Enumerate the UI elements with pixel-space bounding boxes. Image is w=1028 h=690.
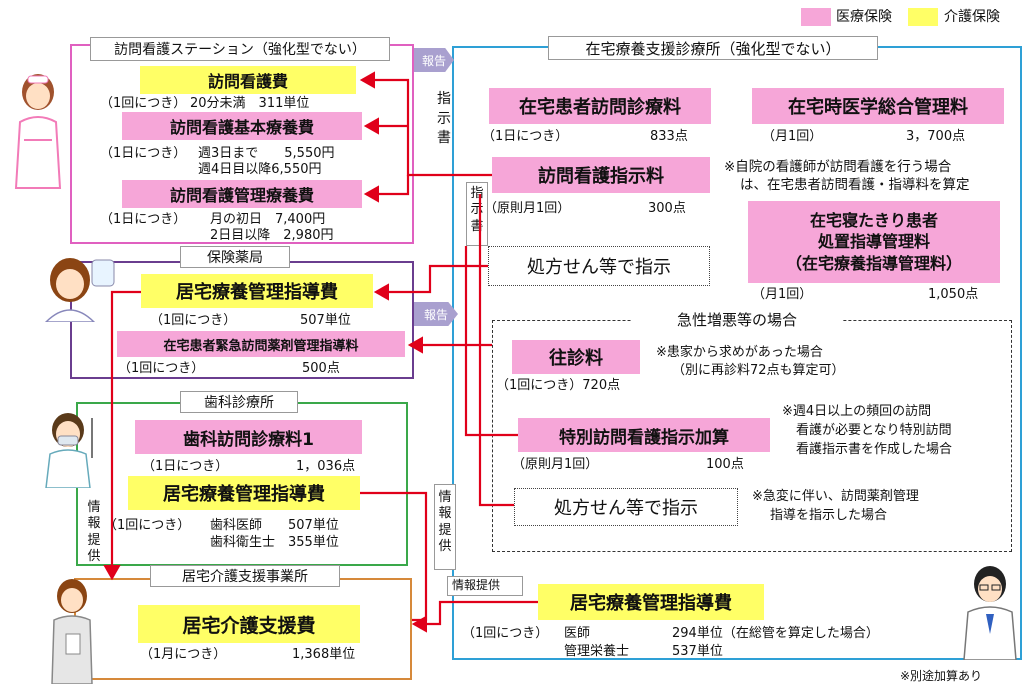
clinic-visit-value: 833点 [650, 129, 688, 144]
nursing-station-title: 訪問看護ステーション（強化型でない） [90, 37, 390, 61]
clinic-bedridden-unit: （月1回） [752, 287, 813, 302]
dental-home-fee-chip: 居宅療養管理指導費 [128, 476, 360, 510]
order-doc-label-1: 指示書 [437, 91, 451, 147]
pharmacy-home-unit: （1回につき） [150, 313, 237, 328]
clinic-note1-line2: は、在宅患者訪問看護・指導料を算定 [740, 177, 970, 193]
special-order-chip: 特別訪問看護指示加算 [518, 418, 770, 452]
footnote: ※別途加算あり [900, 669, 983, 683]
clinic-home-unit: （1回につき） [462, 626, 549, 641]
info-label-1: 情報提供 [87, 500, 101, 564]
nursing-admin-unit: （1日につき） [100, 212, 187, 227]
nursing-admin-line2: 2日目以降 2,980円 [210, 228, 334, 243]
dental-title: 歯科診療所 [180, 391, 298, 413]
pharmacist-icon [44, 258, 115, 322]
clinic-general-value: 3，700点 [906, 129, 966, 144]
info-box-2 [434, 484, 456, 570]
nurse-icon [14, 74, 62, 189]
prescription2-note1: ※急変に伴い、訪問薬剤管理 [752, 489, 919, 504]
clinic-general-fee-chip: 在宅時医学総合管理料 [752, 88, 1004, 124]
clinic-nursing-order-chip: 訪問看護指示料 [492, 157, 710, 193]
bedridden-line2: 処置指導管理料 [817, 232, 930, 252]
clinic-note1-line1: ※自院の看護師が訪問看護を行う場合 [724, 159, 952, 175]
clinic-home-doctor: 医師 [564, 626, 591, 641]
special-order-note1: ※週4日以上の頻回の訪問 [782, 404, 932, 419]
clinic-home-dietitian: 管理栄養士 [564, 644, 630, 659]
nursing-basic-unit: （1日につき） [100, 146, 187, 161]
order-doc-label-2: 指示書 [470, 186, 484, 234]
nursing-fee-unit: （1回につき） [100, 96, 187, 111]
dental-home-unit: （1回につき） [104, 518, 191, 533]
care-support-unit: （1月につき） [140, 647, 227, 662]
dental-home-line2: 歯科衛生士 355単位 [210, 535, 339, 550]
nursing-basic-line2: 週4日目以降6,550円 [198, 162, 322, 177]
doctor-icon [963, 566, 1017, 660]
bedridden-line3: （在宅療養指導管理料） [785, 253, 962, 273]
special-order-unit: （原則月1回） [512, 457, 599, 472]
clinic-nursing-order-unit: （原則月1回） [484, 201, 571, 216]
clinic-prescription1-box: 処方せん等で指示 [488, 246, 710, 286]
special-order-value: 100点 [706, 457, 744, 472]
pharmacy-home-fee-chip: 居宅療養管理指導費 [141, 274, 373, 308]
info-label-3: 情報提供 [452, 578, 501, 592]
clinic-title: 在宅療養支援診療所（強化型でない） [548, 36, 878, 60]
clinic-home-fee-chip: 居宅療養管理指導費 [538, 584, 764, 620]
dental-visit-value: 1，036点 [296, 459, 356, 474]
pharmacy-title: 保険薬局 [180, 246, 290, 268]
care-support-fee-chip: 居宅介護支援費 [138, 605, 360, 643]
nursing-fee-detail: 20分未満 311単位 [190, 96, 310, 111]
care-support-value: 1,368単位 [292, 647, 356, 662]
nursing-fee-chip: 訪問看護費 [140, 66, 356, 94]
legend-medical-label: 医療保険 [836, 9, 892, 25]
dentist-icon [45, 413, 93, 488]
clinic-bedridden-value: 1,050点 [928, 287, 979, 302]
nursing-admin-line1: 月の初日 7,400円 [210, 212, 326, 227]
clinic-home-dietitian-value: 537単位 [672, 644, 723, 659]
clinic-visit-fee-chip: 在宅患者訪問診療料 [489, 88, 711, 124]
house-call-unit: （1回につき）720点 [496, 378, 621, 393]
house-call-chip: 往診料 [512, 340, 640, 374]
clinic-nursing-order-value: 300点 [648, 201, 686, 216]
pharmacy-home-value: 507単位 [300, 313, 351, 328]
clinic-bedridden-chip: 在宅寝たきり患者 処置指導管理料 （在宅療養指導管理料） [748, 201, 1000, 283]
report-arrow-2: 報告 [414, 302, 458, 326]
pharmacy-emergency-value: 500点 [302, 361, 340, 376]
house-call-note1: ※患家から求めがあった場合 [656, 345, 823, 360]
clinic-prescription2-box: 処方せん等で指示 [514, 488, 738, 526]
dental-visit-unit: （1日につき） [142, 459, 229, 474]
clinic-home-doctor-value: 294単位（在総管を算定した場合） [672, 626, 879, 641]
special-order-note3: 看護指示書を作成した場合 [796, 442, 953, 457]
legend-medical-swatch [801, 8, 831, 26]
pharmacy-emergency-unit: （1回につき） [118, 361, 205, 376]
clinic-visit-unit: （1日につき） [482, 129, 569, 144]
care-manager-icon [51, 579, 93, 684]
clinic-general-unit: （月1回） [762, 129, 823, 144]
dental-visit-fee-chip: 歯科訪問診療料1 [135, 420, 362, 454]
nursing-basic-fee-chip: 訪問看護基本療養費 [122, 112, 362, 140]
legend-care-label: 介護保険 [944, 9, 1000, 25]
emergency-title: 急性増悪等の場合 [632, 307, 842, 331]
pharmacy-emergency-fee-chip: 在宅患者緊急訪問薬剤管理指導料 [117, 331, 405, 357]
nursing-admin-fee-chip: 訪問看護管理療養費 [122, 180, 362, 208]
bedridden-line1: 在宅寝たきり患者 [809, 210, 938, 230]
info-box-3 [447, 576, 523, 596]
special-order-note2: 看護が必要となり特別訪問 [796, 423, 952, 438]
nursing-basic-line1: 週3日まで 5,550円 [198, 146, 335, 161]
prescription2-note2: 指導を指示した場合 [770, 508, 888, 523]
report-arrow-1: 報告 [414, 48, 454, 72]
legend-care-swatch [908, 8, 938, 26]
info-label-2: 情報提供 [438, 490, 452, 554]
house-call-note2: （別に再診料72点も算定可） [672, 363, 845, 378]
care-support-title: 居宅介護支援事業所 [150, 565, 340, 587]
dental-home-line1: 歯科医師 507単位 [210, 518, 339, 533]
